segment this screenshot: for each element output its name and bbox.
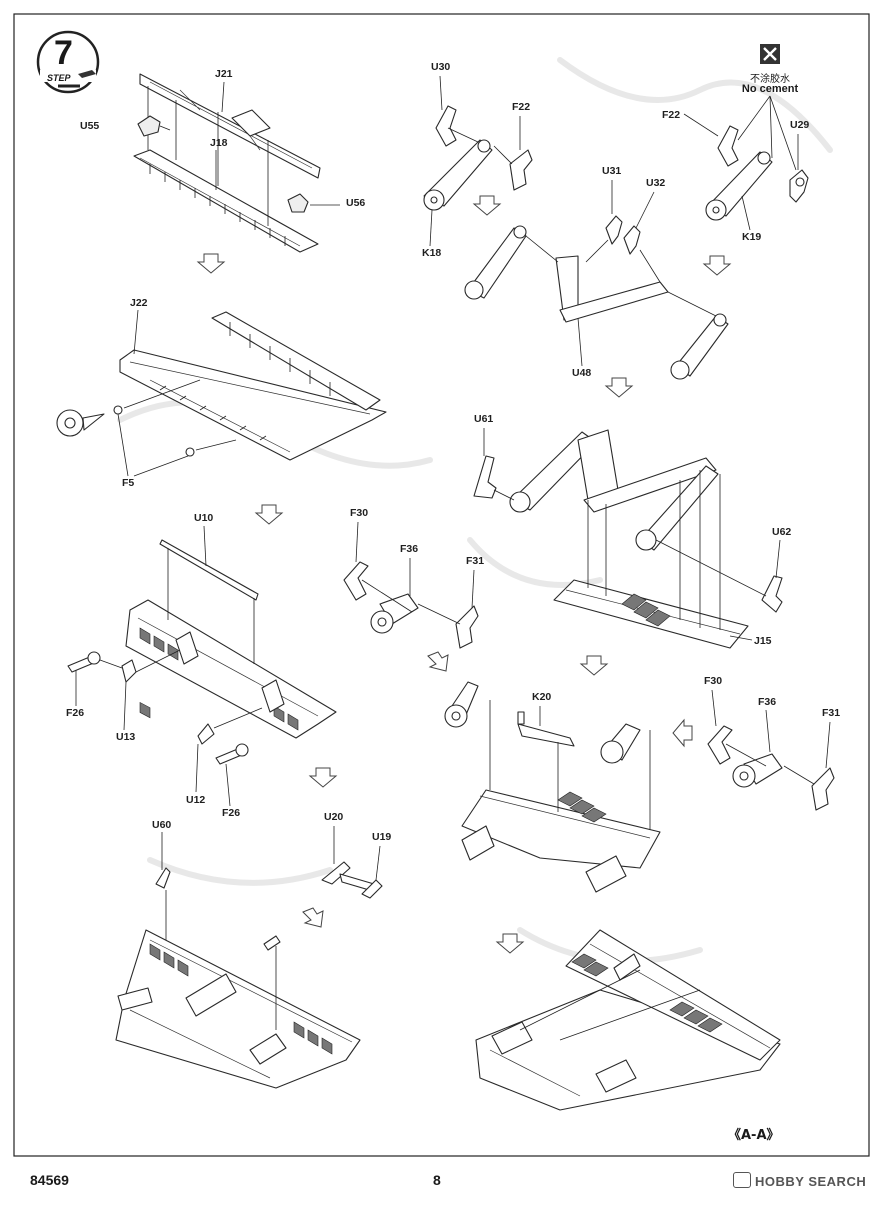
label-K20: K20	[532, 691, 551, 703]
no-cement-icon	[737, 44, 797, 171]
label-F31a: F31	[466, 555, 484, 567]
flow-arrow	[495, 933, 525, 954]
label-U30: U30	[431, 61, 450, 73]
flow-arrow	[579, 655, 609, 676]
flow-arrow	[302, 907, 324, 928]
page-border	[13, 13, 870, 1157]
label-F26b: F26	[222, 807, 240, 819]
label-U60: U60	[152, 819, 171, 831]
subassembly-j21-j18: J21 J18 U55 U56	[80, 68, 365, 253]
label-F22a: F22	[512, 101, 530, 113]
label-F31b: F31	[822, 707, 840, 719]
subassembly-final-right	[475, 929, 781, 1111]
subassembly-u48: U31 U32 U48	[464, 165, 729, 380]
flow-arrow	[472, 195, 502, 216]
subassembly-j15: U61 U62 J15	[473, 413, 791, 649]
section-label: 《A-A》	[728, 1128, 780, 1143]
watermark-text: HOBBY SEARCH	[755, 1174, 867, 1189]
watermark-logo-icon	[733, 1172, 751, 1188]
label-U32: U32	[646, 177, 665, 189]
label-U10: U10	[194, 512, 213, 524]
label-J22: J22	[130, 297, 148, 309]
label-U62: U62	[772, 526, 791, 538]
label-U19: U19	[372, 831, 391, 843]
watermark: HOBBY SEARCH	[733, 1172, 866, 1189]
flow-arrow	[254, 504, 284, 525]
label-U29: U29	[790, 119, 809, 131]
label-F36a: F36	[400, 543, 418, 555]
label-U12: U12	[186, 794, 205, 806]
label-F5: F5	[122, 477, 134, 489]
label-F22b: F22	[662, 109, 680, 121]
flow-arrow	[702, 255, 732, 276]
subassembly-final-left: U60 U20 U19	[115, 811, 391, 1089]
page-number: 8	[433, 1172, 441, 1188]
grille-pattern	[139, 701, 151, 719]
no-cement-chinese: 不涂胶水	[750, 74, 790, 85]
label-U48: U48	[572, 367, 591, 379]
subassembly-f30-f36-f31-left: F30 F36 F31	[343, 507, 484, 649]
flow-arrow	[196, 253, 226, 274]
label-K18: K18	[422, 247, 441, 259]
flow-arrow	[427, 651, 449, 672]
step-label: STEP	[47, 73, 71, 83]
label-J21: J21	[215, 68, 233, 80]
flow-arrow	[604, 377, 634, 398]
label-U20: U20	[324, 811, 343, 823]
label-F30a: F30	[350, 507, 368, 519]
subassembly-f30-f36-f31-right: F30 F36 F31	[704, 675, 840, 811]
label-U61: U61	[474, 413, 493, 425]
product-code: 84569	[30, 1172, 69, 1188]
label-U56: U56	[346, 197, 365, 209]
flow-arrow	[672, 718, 693, 748]
label-F30b: F30	[704, 675, 722, 687]
subassembly-k20: K20	[444, 681, 661, 893]
step-badge	[36, 30, 100, 94]
subassembly-k18: U30 F22 K18	[422, 61, 533, 259]
no-cement-english: No cement	[741, 83, 799, 95]
step-number: 7	[54, 34, 73, 72]
subassembly-u10: U10 F26 U13 U12 F26	[66, 512, 337, 819]
label-F36b: F36	[758, 696, 776, 708]
label-U13: U13	[116, 731, 135, 743]
label-J18: J18	[210, 137, 228, 149]
label-K19: K19	[742, 231, 761, 243]
label-F26a: F26	[66, 707, 84, 719]
label-J15: J15	[754, 635, 772, 647]
subassembly-k19: F22 U29 K19	[662, 109, 809, 243]
flow-arrow	[308, 767, 338, 788]
label-U31: U31	[602, 165, 621, 177]
subassembly-j22: J22 F5	[56, 297, 387, 489]
label-U55: U55	[80, 120, 99, 132]
